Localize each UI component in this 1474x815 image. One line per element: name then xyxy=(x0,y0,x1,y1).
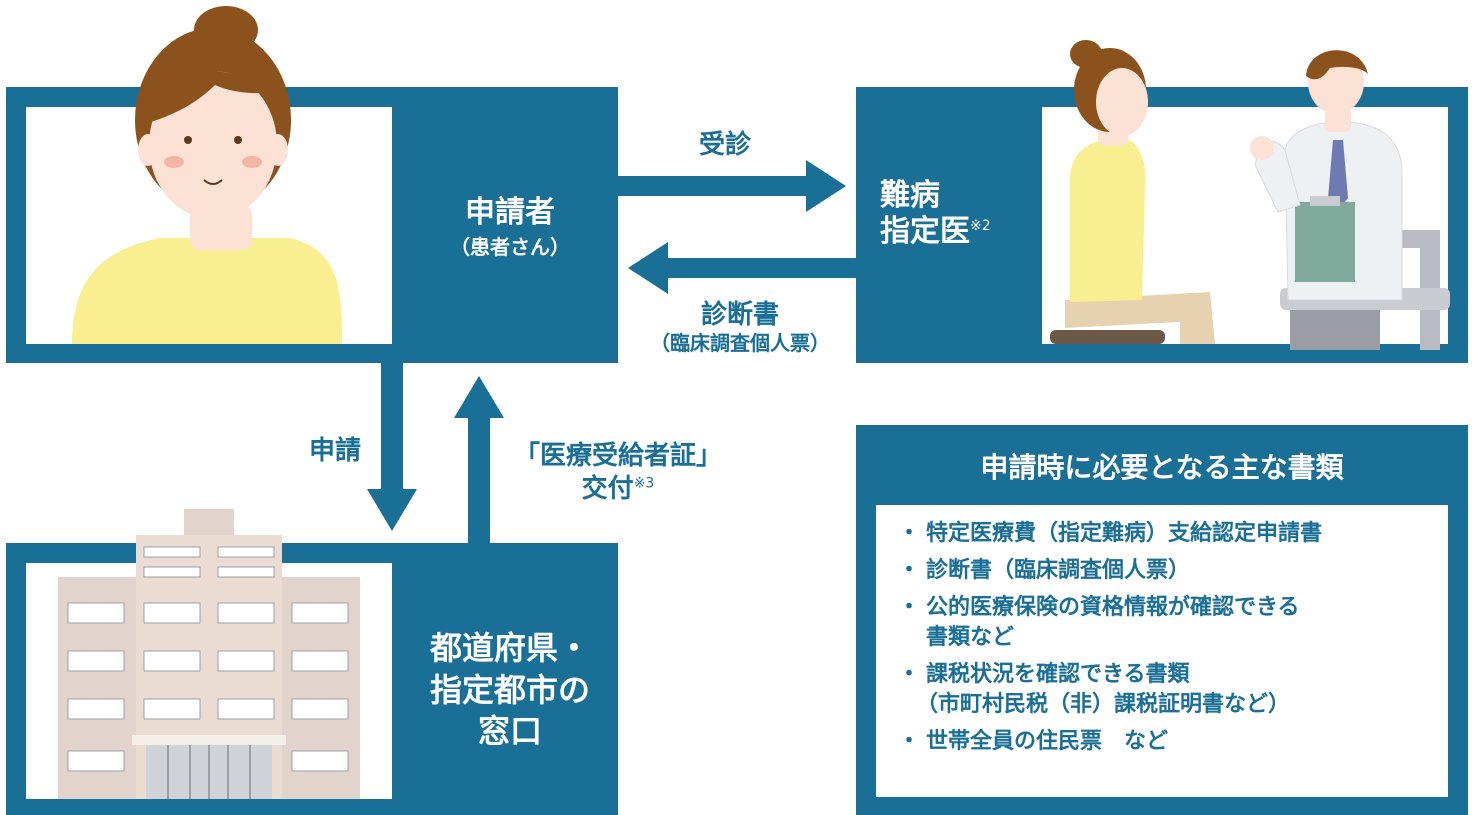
consult-arrow xyxy=(618,160,846,212)
list-item: 診断書（臨床調査個人票） xyxy=(898,556,1448,586)
doctor-label-line2: 指定医 xyxy=(880,214,970,249)
consult-label: 受診 xyxy=(698,130,751,160)
doctor-label: 難病 指定医※2 xyxy=(880,178,1030,250)
doctor-label-line1: 難病 xyxy=(880,178,940,213)
doctor-note: ※2 xyxy=(970,218,991,234)
building-illustration xyxy=(58,509,360,799)
issue-label: 「医療受給者証」 交付※3 xyxy=(498,440,738,505)
office-label-line1: 都道府県・ xyxy=(429,629,590,667)
certificate-label: 診断書 （臨床調査個人票） xyxy=(620,300,860,355)
documents-list: 特定医療費（指定難病）支給認定申請書 診断書（臨床調査個人票） 公的医療保険の資… xyxy=(876,505,1448,757)
documents-list-box: 特定医療費（指定難病）支給認定申請書 診断書（臨床調査個人票） 公的医療保険の資… xyxy=(876,505,1448,797)
list-item: 特定医療費（指定難病）支給認定申請書 xyxy=(898,519,1448,549)
doctor-illustration xyxy=(1050,40,1450,350)
documents-title: 申請時に必要となる主な書類 xyxy=(980,451,1344,484)
certificate-title: 診断書 xyxy=(700,300,779,330)
certificate-arrow xyxy=(628,242,856,294)
apply-label: 申請 xyxy=(308,436,361,466)
applicant-label: 申請者 （患者さん） xyxy=(400,195,620,259)
office-label: 都道府県・ 指定都市の 窓口 xyxy=(400,628,620,753)
issue-note: ※3 xyxy=(633,474,655,491)
issue-label-line1: 「医療受給者証」 xyxy=(513,441,722,471)
office-label-line3: 窓口 xyxy=(477,712,542,751)
applicant-title: 申請者 xyxy=(465,195,555,230)
list-item: 課税状況を確認できる書類（市町村民税（非）課税証明書など） xyxy=(898,660,1448,720)
applicant-illustration xyxy=(72,6,342,344)
certificate-subtitle: （臨床調査個人票） xyxy=(650,331,830,356)
issue-arrow xyxy=(454,376,504,544)
applicant-subtitle: （患者さん） xyxy=(450,235,570,259)
apply-arrow xyxy=(367,363,417,531)
office-label-line2: 指定都市の xyxy=(429,670,590,709)
list-item: 世帯全員の住民票 など xyxy=(898,727,1448,757)
issue-label-line2: 交付 xyxy=(581,473,634,504)
